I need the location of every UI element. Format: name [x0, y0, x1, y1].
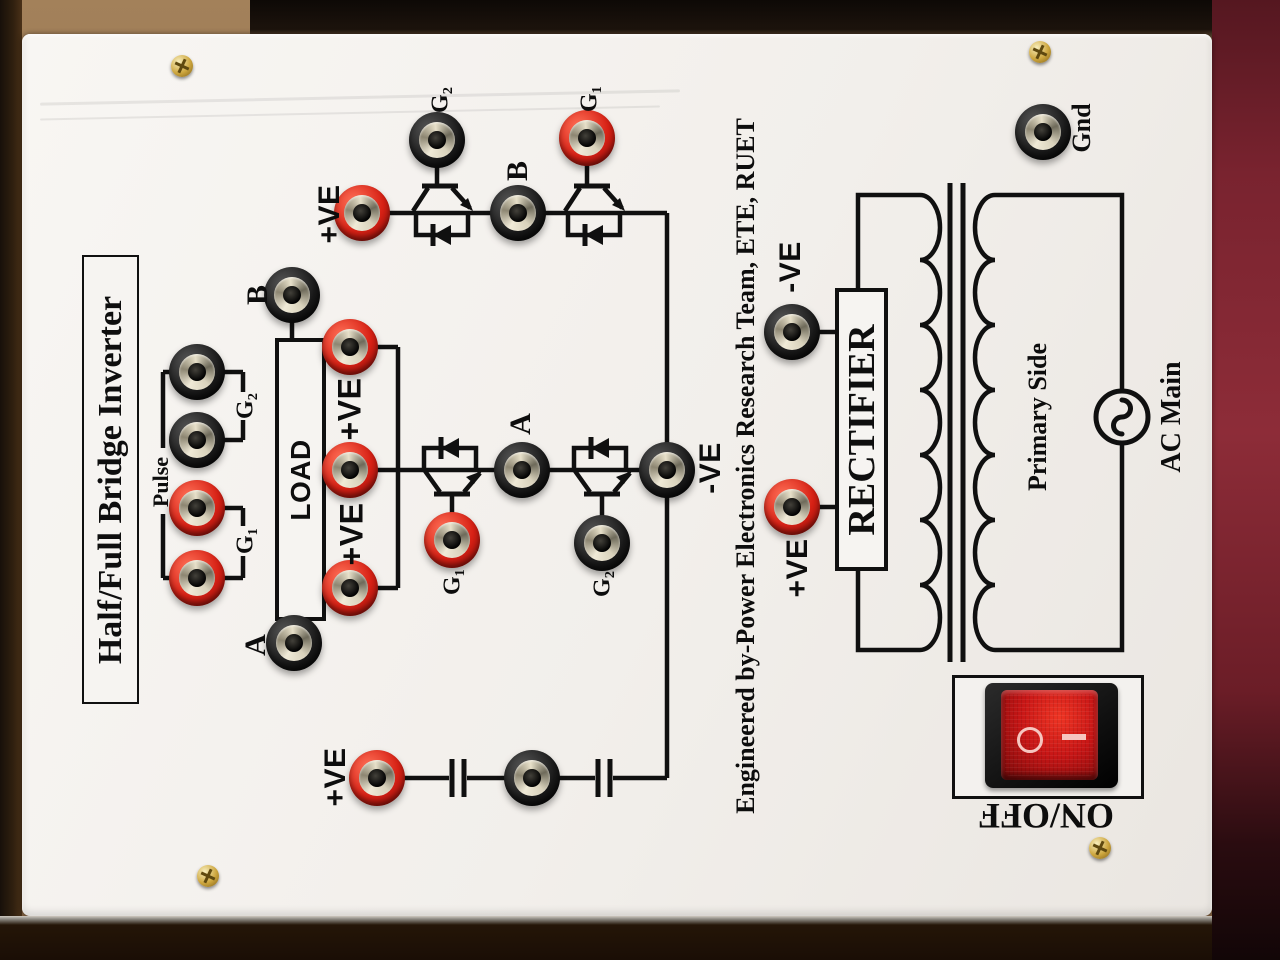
pulse-bracket: [160, 369, 246, 581]
load-a-label: A: [239, 634, 272, 656]
ac-main-label: AC Main: [1156, 361, 1187, 473]
jack-top-g1[interactable]: [559, 110, 615, 166]
bus-pos-label-1: +VE: [331, 377, 368, 441]
load-b-label: B: [241, 284, 274, 306]
jack-hole: [509, 204, 527, 222]
top-pos-label: +VE: [313, 184, 346, 244]
panel-screw-top-left: [171, 55, 193, 77]
primary-coil: [972, 192, 996, 653]
pulse-label: Pulse: [148, 456, 173, 508]
ac-sine-icon: [1111, 397, 1133, 437]
top-g1-label: G₁: [576, 86, 603, 112]
board-title: Half/Full Bridge Inverter: [91, 295, 129, 664]
case-edge-left: [0, 0, 22, 960]
capacitor-symbols: [449, 759, 613, 797]
jack-mid-a[interactable]: [494, 442, 550, 498]
jack-hole: [783, 323, 801, 341]
jack-top-b[interactable]: [490, 185, 546, 241]
jack-bottom-pos[interactable]: [349, 750, 405, 806]
jack-hole: [1034, 123, 1052, 141]
core-lines: [947, 183, 966, 662]
pulse-g1-label: G₁: [232, 528, 259, 554]
primary-side-label: Primary Side: [1023, 342, 1052, 492]
load-label: LOAD: [284, 438, 316, 521]
jack-hole: [513, 461, 531, 479]
bottom-pos-label: +VE: [319, 747, 352, 807]
credit-text: Engineered by-Power Electronics Research…: [731, 118, 760, 814]
mid-g1-label: G₁: [439, 569, 466, 595]
on-off-label: ON/OFF: [978, 796, 1114, 836]
jack-bottom-b[interactable]: [504, 750, 560, 806]
jack-pulse-g1-a[interactable]: [169, 480, 225, 536]
rectifier-box: RECTIFIER: [835, 288, 888, 571]
jack-rectifier-neg[interactable]: [764, 304, 820, 360]
bus-pos-label-2: +VE: [333, 502, 370, 566]
jack-hole: [188, 499, 206, 517]
jack-pulse-g1-b[interactable]: [169, 550, 225, 606]
rectifier-pos-label: +VE: [781, 538, 814, 598]
top-g2-label: G₂: [427, 87, 454, 113]
switch-on-mark: [1062, 734, 1086, 740]
jack-hole: [283, 286, 301, 304]
jack-hole: [341, 579, 359, 597]
gnd-label: Gnd: [1067, 103, 1096, 153]
jack-load-b[interactable]: [264, 267, 320, 323]
jack-hole: [593, 534, 611, 552]
mid-g2-label: G₂: [589, 571, 616, 597]
jack-hole: [428, 131, 446, 149]
ac-source-circle: [1093, 388, 1151, 446]
pulse-g2-label: G₂: [232, 393, 259, 419]
jack-hole: [188, 431, 206, 449]
jack-hole: [188, 363, 206, 381]
jack-mid-g2[interactable]: [574, 515, 630, 571]
jack-top-g2[interactable]: [409, 112, 465, 168]
jack-hole: [578, 129, 596, 147]
jack-top-pos[interactable]: [334, 185, 390, 241]
case-side-maroon: [1212, 0, 1280, 960]
mid-neg-label: -VE: [694, 442, 727, 494]
jack-hole: [443, 531, 461, 549]
jack-hole: [188, 569, 206, 587]
jack-load-a[interactable]: [266, 615, 322, 671]
jack-bus-pos-3[interactable]: [322, 560, 378, 616]
jack-mid-g1[interactable]: [424, 512, 480, 568]
jack-hole: [783, 498, 801, 516]
jack-hole: [341, 461, 359, 479]
jack-pulse-g2-b[interactable]: [169, 412, 225, 468]
secondary-coil: [919, 192, 943, 653]
panel-screw-bottom-right: [1089, 837, 1111, 859]
rectifier-neg-label: -VE: [774, 241, 807, 293]
jack-hole: [368, 769, 386, 787]
jack-hole: [658, 461, 676, 479]
jack-mid-neg[interactable]: [639, 442, 695, 498]
panel-screw-top-right: [1029, 41, 1051, 63]
jack-pulse-g2-a[interactable]: [169, 344, 225, 400]
jack-rectifier-pos[interactable]: [764, 479, 820, 535]
jack-hole: [353, 204, 371, 222]
panel-screw-bottom-left: [197, 865, 219, 887]
case-edge-bottom: [0, 916, 1212, 960]
transformer-symbol: [919, 183, 1151, 662]
top-b-label: B: [501, 160, 534, 182]
jack-gnd[interactable]: [1015, 104, 1071, 160]
jack-hole: [341, 338, 359, 356]
jack-hole: [523, 769, 541, 787]
primary-wires: [995, 192, 1125, 653]
load-box: LOAD: [275, 338, 326, 621]
jack-bus-pos-1[interactable]: [322, 319, 378, 375]
jack-hole: [285, 634, 303, 652]
mid-a-label: A: [504, 413, 537, 435]
switch-off-mark: [1017, 727, 1043, 753]
rectifier-label: RECTIFIER: [840, 323, 883, 536]
jack-bus-pos-2[interactable]: [322, 442, 378, 498]
title-box: Half/Full Bridge Inverter: [82, 255, 139, 704]
